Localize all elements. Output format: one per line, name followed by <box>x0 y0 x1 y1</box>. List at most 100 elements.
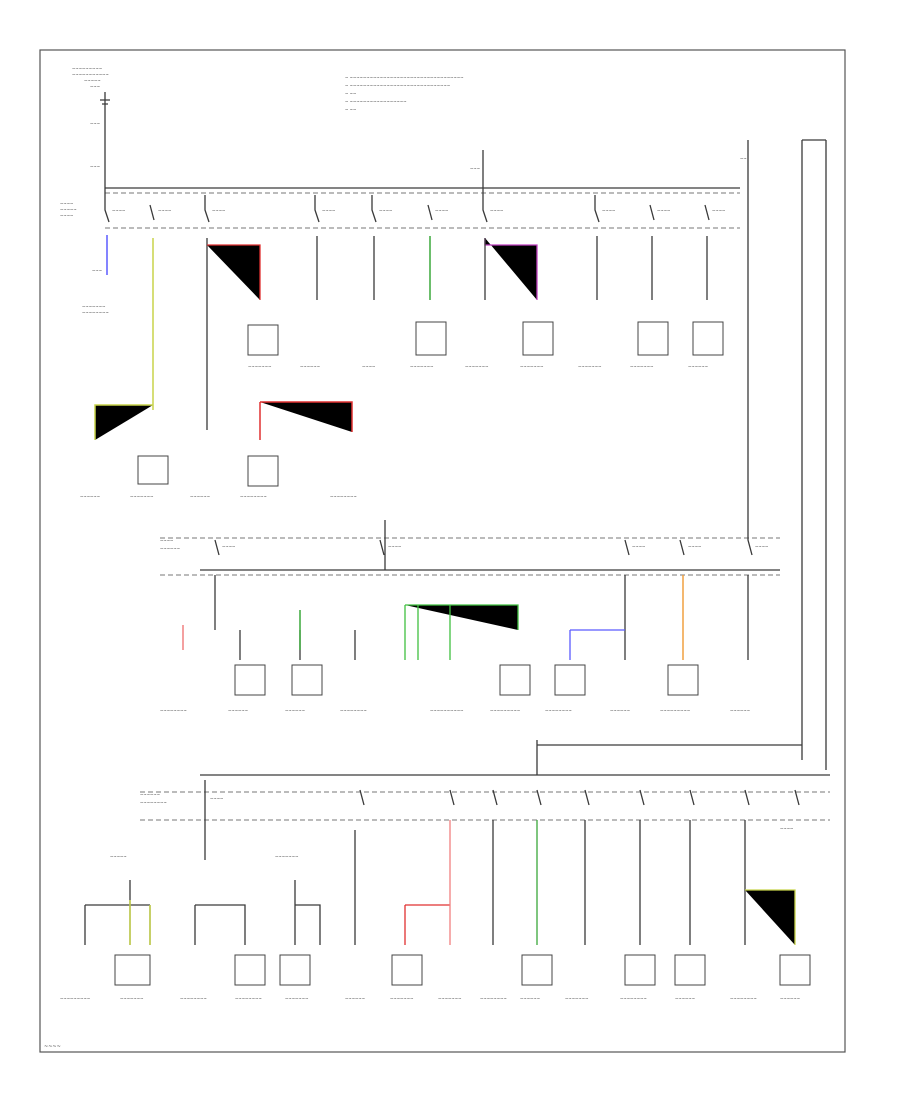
svg-text:~~~~~~~~: ~~~~~~~~ <box>82 310 109 315</box>
lower-fuse-bus: ~~~~~~ ~~~~~~~~ ~~~~ <box>140 740 830 860</box>
lower-branches: ~~~~~ ~~~~~~~ ~~~~~~~~~ ~~~~~~~ ~~~~~~~~… <box>60 820 811 1001</box>
component-box <box>114 954 151 986</box>
diagram-id: ~~~~ <box>44 1044 61 1050</box>
svg-text:~~~~: ~~~~ <box>160 538 173 543</box>
svg-text:~~~~~~: ~~~~~~ <box>160 546 180 551</box>
component-box <box>279 954 311 986</box>
component-box <box>779 954 811 986</box>
svg-text:~~~~~~: ~~~~~~ <box>730 708 750 713</box>
component-box <box>247 455 279 487</box>
svg-text:~~~~~~: ~~~~~~ <box>780 996 800 1001</box>
component-box <box>554 664 586 696</box>
svg-text:~~~~~~~~: ~~~~~~~~ <box>330 494 357 499</box>
svg-text:~~~~: ~~~~ <box>435 208 448 213</box>
svg-text:~~~~~~: ~~~~~~ <box>228 708 248 713</box>
svg-text:~~~~~~: ~~~~~~ <box>190 494 210 499</box>
svg-text:~~~~~~~~~~: ~~~~~~~~~~ <box>430 708 464 713</box>
svg-text:~ ~~: ~ ~~ <box>345 91 356 96</box>
svg-text:~~~~~~~: ~~~~~~~ <box>630 364 653 369</box>
svg-text:~~~~: ~~~~ <box>222 544 235 549</box>
power-source-top-left: ~~~~~~~~~ ~~~~~~~~~~~ ~~~~~ ~~~ ~~~ ~~~ <box>72 66 110 190</box>
svg-text:~~~: ~~~ <box>470 166 480 171</box>
svg-text:~~~~~~~~: ~~~~~~~~ <box>480 996 507 1001</box>
component-box <box>521 954 553 986</box>
svg-text:~~~~~: ~~~~~ <box>60 207 77 212</box>
component-box <box>234 954 266 986</box>
svg-text:~~~~~~: ~~~~~~ <box>610 708 630 713</box>
svg-text:~~~~~~: ~~~~~~ <box>140 792 160 797</box>
svg-text:~~~~~~~~: ~~~~~~~~ <box>620 996 647 1001</box>
component-box <box>291 664 323 696</box>
svg-text:~~~~~~~: ~~~~~~~ <box>248 364 271 369</box>
component-box <box>499 664 531 696</box>
svg-text:~~~~~~~~: ~~~~~~~~ <box>340 708 367 713</box>
component-box <box>415 321 447 356</box>
svg-text:~~~~~~~: ~~~~~~~ <box>520 364 543 369</box>
svg-text:~~~~~~~~~: ~~~~~~~~~ <box>72 66 102 71</box>
diagram-frame <box>39 49 846 1053</box>
svg-text:~~~~~~~~: ~~~~~~~~ <box>180 996 207 1001</box>
svg-text:~~~~~~: ~~~~~~ <box>520 996 540 1001</box>
svg-text:~~~~: ~~~~ <box>490 208 503 213</box>
svg-text:~~~~~~~~~~~: ~~~~~~~~~~~ <box>72 72 109 77</box>
component-box <box>667 664 699 696</box>
svg-text:~~~~~~~~: ~~~~~~~~ <box>545 708 572 713</box>
svg-text:~~~~: ~~~~ <box>632 544 645 549</box>
svg-text:~~: ~~ <box>740 156 747 161</box>
svg-text:~~~~~~~~: ~~~~~~~~ <box>240 494 267 499</box>
svg-text:~~~~~~~: ~~~~~~~ <box>275 854 298 859</box>
svg-text:~~~~~~: ~~~~~~ <box>675 996 695 1001</box>
svg-text:~~~~~~: ~~~~~~ <box>688 364 708 369</box>
component-box <box>522 321 554 356</box>
svg-text:~~~~~~~: ~~~~~~~ <box>130 494 153 499</box>
svg-text:~~~~: ~~~~ <box>379 208 392 213</box>
svg-text:~~~~~~~: ~~~~~~~ <box>465 364 488 369</box>
component-box <box>234 664 266 696</box>
svg-text:~ ~~: ~ ~~ <box>345 107 356 112</box>
svg-text:~~~~~~~: ~~~~~~~ <box>410 364 433 369</box>
svg-text:~~~~~~~: ~~~~~~~ <box>390 996 413 1001</box>
svg-text:~~~~~~~~: ~~~~~~~~ <box>730 996 757 1001</box>
upper-fuse-bus: ~~~ ~~ ~~~~ ~~~~~ ~~~~ <box>60 139 827 770</box>
svg-text:~~~~~~: ~~~~~~ <box>345 996 365 1001</box>
middle-branches: ~~~~~~~~ ~~~~~~ ~~~~~~ ~~~~~~~~ ~~~~~~~~… <box>160 575 750 713</box>
svg-text:~~~~: ~~~~ <box>755 544 768 549</box>
component-box <box>692 321 724 356</box>
component-box <box>637 321 669 356</box>
svg-text:~~~: ~~~ <box>92 268 102 273</box>
svg-text:~ ~~~~~~~~~~~~~~~~~: ~ ~~~~~~~~~~~~~~~~~ <box>345 99 407 104</box>
svg-text:~~~~~: ~~~~~ <box>110 854 127 859</box>
svg-text:~~~~: ~~~~ <box>210 796 223 801</box>
svg-text:~~~~: ~~~~ <box>322 208 335 213</box>
svg-text:~~~~: ~~~~ <box>60 213 73 218</box>
svg-text:~~~~~~~~: ~~~~~~~~ <box>235 996 262 1001</box>
svg-text:~~~~~~: ~~~~~~ <box>285 708 305 713</box>
svg-text:~~~~: ~~~~ <box>388 544 401 549</box>
svg-text:~~~~: ~~~~ <box>657 208 670 213</box>
svg-text:~~~~~~~: ~~~~~~~ <box>82 304 105 309</box>
upper-branches: ~~~~ ~~~ ~~~~~~~ ~~~~~~~~ ~~~~ ~~~~~~ ~~… <box>80 190 725 499</box>
svg-text:~~~~~~: ~~~~~~ <box>300 364 320 369</box>
svg-text:~~~~: ~~~~ <box>362 364 375 369</box>
svg-text:~~~~~~~~~: ~~~~~~~~~ <box>660 708 690 713</box>
svg-text:~~~: ~~~ <box>90 121 100 126</box>
component-box <box>624 954 656 986</box>
component-box <box>137 455 169 485</box>
svg-text:~ ~~~~~~~~~~~~~~~~~~~~~~~~~~~~: ~ ~~~~~~~~~~~~~~~~~~~~~~~~~~~~~~~~~~ <box>345 75 464 80</box>
svg-text:~~~~~~~: ~~~~~~~ <box>578 364 601 369</box>
svg-text:~~~~: ~~~~ <box>780 826 793 831</box>
legend-notes: ~ ~~~~~~~~~~~~~~~~~~~~~~~~~~~~~~~~~~ ~ ~… <box>345 75 464 112</box>
svg-text:~ ~~~~~~~~~~~~~~~~~~~~~~~~~~~~: ~ ~~~~~~~~~~~~~~~~~~~~~~~~~~~~~~ <box>345 83 450 88</box>
svg-text:~~~~: ~~~~ <box>602 208 615 213</box>
component-box <box>391 954 423 986</box>
svg-text:~~~: ~~~ <box>90 84 100 89</box>
component-box <box>247 324 279 356</box>
svg-text:~~~~~~~: ~~~~~~~ <box>285 996 308 1001</box>
svg-text:~~~~: ~~~~ <box>158 208 171 213</box>
svg-text:~~~~~~~~~: ~~~~~~~~~ <box>60 996 90 1001</box>
svg-text:~~~~~~~~: ~~~~~~~~ <box>140 800 167 805</box>
svg-text:~~~: ~~~ <box>90 164 100 169</box>
svg-text:~~~~~: ~~~~~ <box>84 78 101 83</box>
svg-text:~~~~: ~~~~ <box>688 544 701 549</box>
